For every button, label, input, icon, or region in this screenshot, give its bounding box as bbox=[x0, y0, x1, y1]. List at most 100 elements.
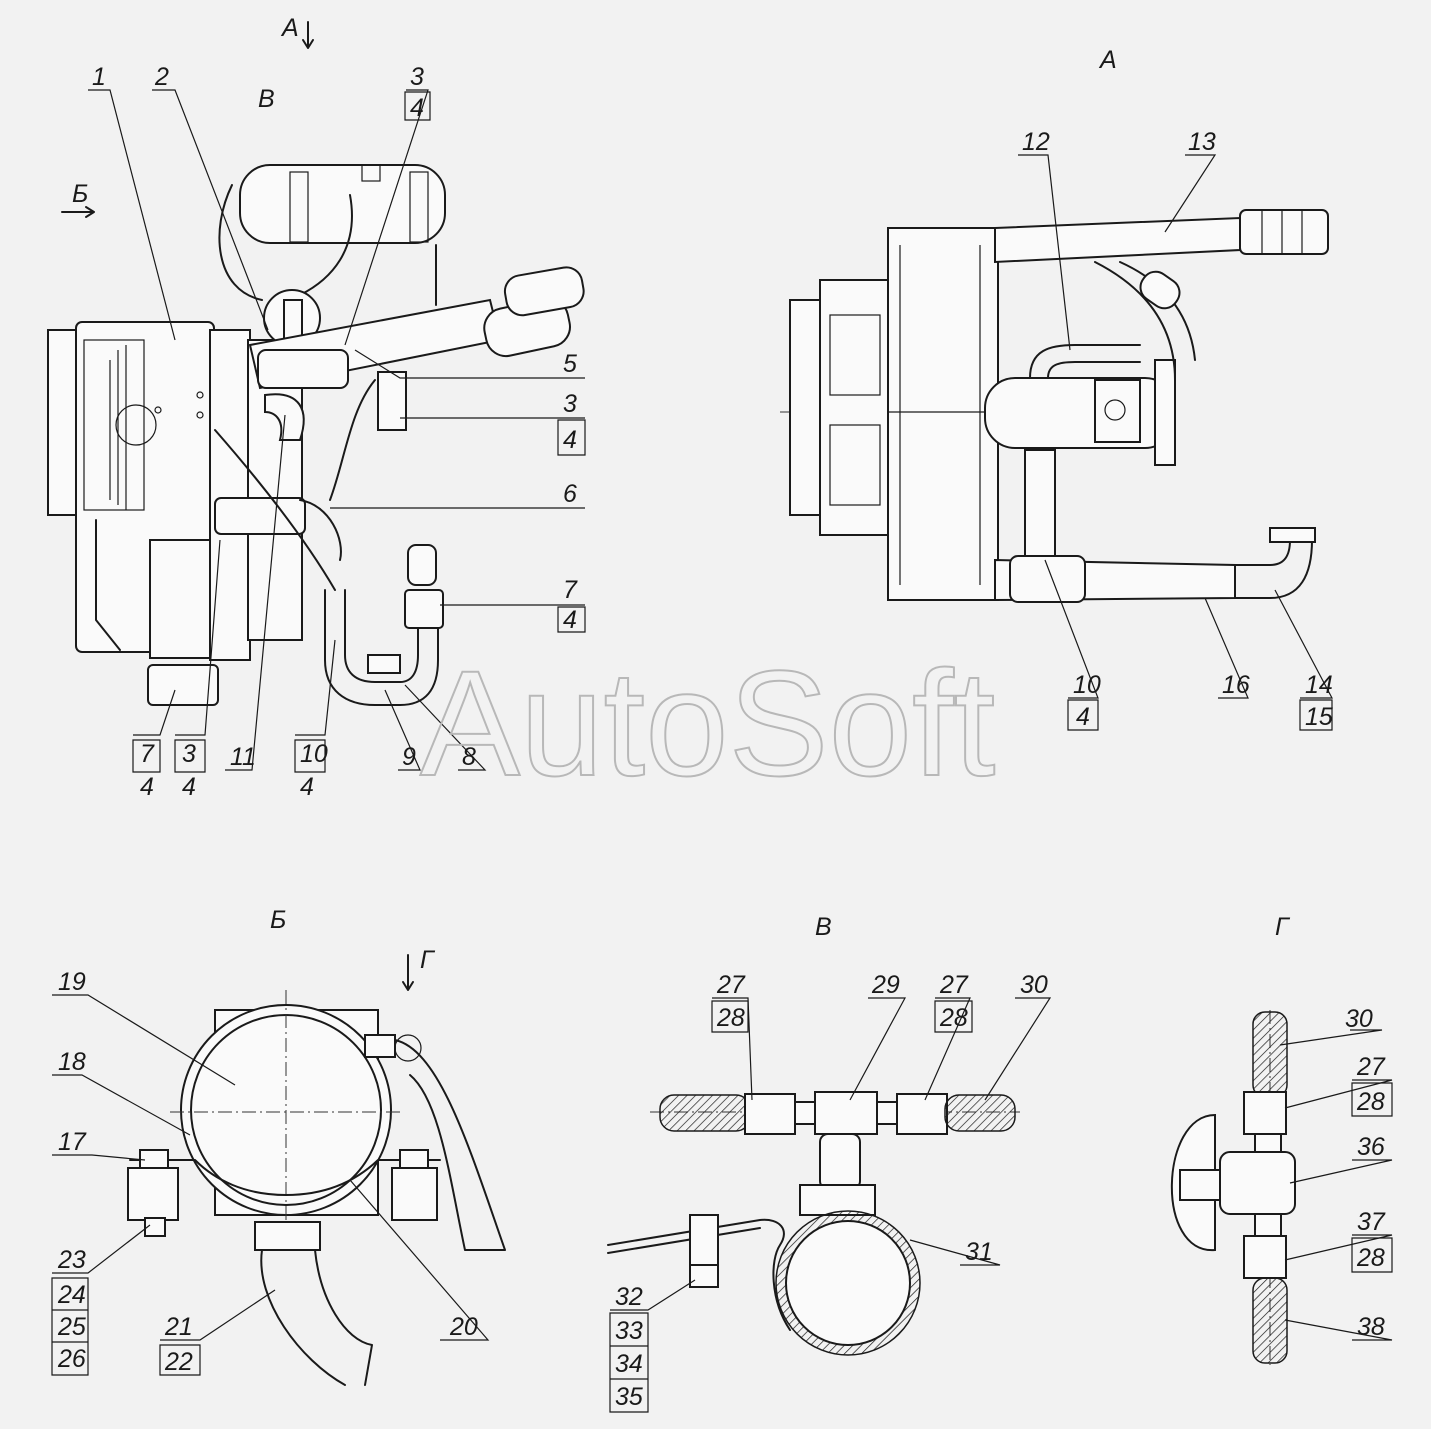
clamp-nut bbox=[689, 1264, 719, 1288]
pipe-13 bbox=[994, 216, 1241, 264]
fan-frame bbox=[83, 339, 145, 511]
tee-29 bbox=[814, 1091, 878, 1135]
leader-13 bbox=[1164, 154, 1217, 233]
view-v-marker: В bbox=[258, 85, 275, 113]
view-a-title: А bbox=[1098, 46, 1117, 74]
label-20: 20 bbox=[449, 1313, 478, 1341]
bracket-left bbox=[127, 1167, 179, 1221]
label-4c-box bbox=[132, 739, 161, 773]
label-4a-box bbox=[404, 91, 431, 121]
leader-27b bbox=[924, 997, 971, 1101]
fan-shroud bbox=[47, 329, 79, 516]
label-28a: 28 bbox=[716, 1004, 745, 1032]
label-5: 5 bbox=[563, 350, 577, 378]
leader-31 bbox=[909, 1239, 1001, 1266]
upper-hose bbox=[394, 1039, 506, 1251]
elbow-14 bbox=[1234, 539, 1313, 599]
leader-7a bbox=[133, 689, 176, 736]
label-10a: 10 bbox=[300, 740, 328, 768]
lower-coupling bbox=[214, 497, 306, 535]
hose-38 bbox=[1252, 1277, 1288, 1364]
clamp-strap-v bbox=[607, 1218, 791, 1331]
label-1: 1 bbox=[92, 63, 106, 91]
label-31: 31 bbox=[965, 1238, 993, 1266]
pipe-31-bore bbox=[785, 1220, 911, 1346]
leader-9 bbox=[384, 689, 421, 771]
tank-lines bbox=[218, 184, 437, 306]
label-13: 13 bbox=[1188, 128, 1216, 156]
valve-7 bbox=[404, 589, 444, 629]
nipple-bottom-g bbox=[1254, 1213, 1282, 1237]
clamp-strap bbox=[129, 1159, 441, 1196]
label-15: 15 bbox=[1305, 703, 1333, 731]
label-23: 23 bbox=[57, 1246, 86, 1274]
tee-branch bbox=[819, 1133, 861, 1190]
label-15-box bbox=[1299, 699, 1333, 731]
label-25: 25 bbox=[57, 1313, 86, 1341]
bracket-right bbox=[391, 1167, 438, 1221]
pump-bracket bbox=[1154, 359, 1176, 466]
fan-assembly bbox=[819, 279, 891, 536]
branch-cap bbox=[1139, 270, 1181, 310]
label-7b: 7 bbox=[563, 576, 578, 604]
leader-5 bbox=[354, 349, 585, 379]
label-24-26-box bbox=[51, 1277, 89, 1376]
leader-27c bbox=[1284, 1079, 1393, 1109]
label-4f: 4 bbox=[300, 773, 314, 801]
u-pipe bbox=[324, 589, 439, 706]
leader-2 bbox=[152, 89, 269, 331]
tee-stem bbox=[283, 299, 303, 341]
hose-end bbox=[394, 1034, 422, 1062]
upper-fitting bbox=[364, 1034, 396, 1058]
label-16: 16 bbox=[1222, 671, 1250, 699]
pipe-clamp-9 bbox=[367, 654, 401, 674]
leader-19 bbox=[52, 994, 236, 1086]
leader-27a bbox=[712, 997, 753, 1101]
fan-hub bbox=[115, 404, 157, 446]
view-a: А 12 13 10 4 16 bbox=[780, 46, 1333, 731]
label-4e: 4 bbox=[182, 773, 196, 801]
leader-38 bbox=[1284, 1319, 1393, 1341]
label-32: 32 bbox=[615, 1283, 643, 1311]
view-b: Б Г 19 18 17 23 24 25 26 21 22 bbox=[51, 906, 506, 1386]
label-33-35-box bbox=[609, 1312, 649, 1413]
label-21: 21 bbox=[164, 1313, 193, 1341]
leader-3a bbox=[344, 89, 429, 346]
pump-port bbox=[1104, 399, 1126, 421]
hose-left-section bbox=[659, 1094, 751, 1132]
view-b-arrow bbox=[61, 206, 95, 218]
leader-32 bbox=[610, 1279, 696, 1311]
nut-27-g bbox=[1243, 1091, 1287, 1135]
pipe-13-ribs bbox=[1261, 210, 1303, 254]
label-27b: 27 bbox=[939, 971, 969, 999]
bolt-a bbox=[154, 406, 162, 414]
label-24: 24 bbox=[57, 1281, 86, 1309]
label-4c: 4 bbox=[140, 773, 154, 801]
radiator-grid bbox=[888, 245, 998, 585]
side-panel bbox=[209, 329, 251, 661]
hose-coupling bbox=[257, 349, 349, 389]
label-33: 33 bbox=[615, 1317, 643, 1345]
leader-37 bbox=[1284, 1234, 1393, 1261]
pump-cover bbox=[1094, 379, 1141, 443]
view-a-arrow-letter: А bbox=[280, 14, 299, 42]
view-v-title: В bbox=[815, 913, 832, 941]
label-37: 37 bbox=[1357, 1208, 1386, 1236]
nut-right bbox=[399, 1149, 429, 1169]
drain-fitting bbox=[377, 371, 407, 431]
leader-11 bbox=[225, 414, 286, 771]
view-g-arrow-letter: Г bbox=[420, 946, 436, 974]
label-14: 14 bbox=[1305, 671, 1333, 699]
fan-blades bbox=[109, 345, 127, 510]
tee-base bbox=[799, 1184, 876, 1216]
tank-clamp-left bbox=[289, 171, 309, 243]
leader-20 bbox=[349, 1179, 490, 1341]
label-18: 18 bbox=[58, 1048, 86, 1076]
label-34: 34 bbox=[615, 1350, 643, 1378]
label-28d: 28 bbox=[1356, 1244, 1385, 1272]
nut-27-left bbox=[744, 1093, 796, 1135]
nut-37 bbox=[1243, 1235, 1287, 1279]
view-a-arrow bbox=[302, 21, 314, 49]
hose-12 bbox=[1029, 344, 1141, 379]
